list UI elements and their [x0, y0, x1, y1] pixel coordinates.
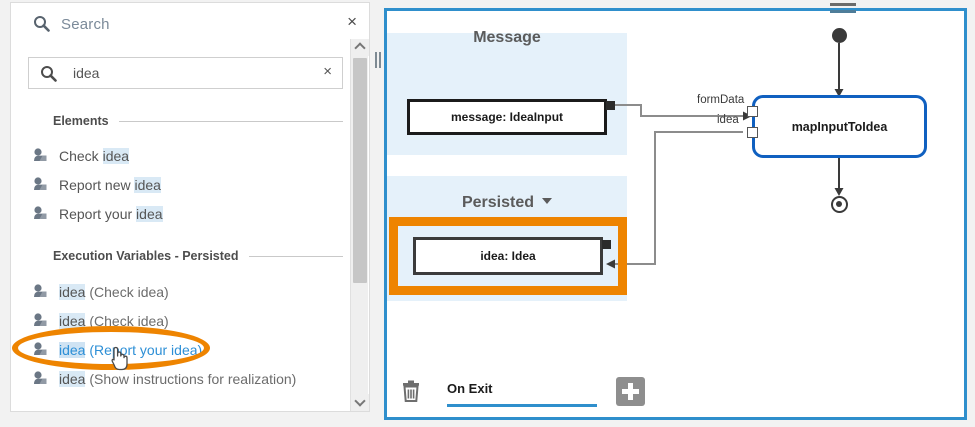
search-icon: [33, 15, 50, 32]
list-item-selected[interactable]: idea (Report your idea): [33, 338, 202, 362]
list-item-text: idea (Check idea): [59, 313, 169, 329]
output-port-message[interactable]: [606, 101, 615, 110]
search-panel-header: Search ×: [11, 3, 369, 47]
divider: [118, 120, 343, 122]
end-event-node[interactable]: [831, 196, 848, 213]
results-scrollbar[interactable]: [350, 39, 369, 411]
add-tab-button[interactable]: [616, 377, 645, 406]
user-task-icon: [33, 147, 50, 165]
input-port-idea[interactable]: [747, 127, 758, 138]
search-input[interactable]: idea: [73, 65, 100, 81]
user-task-icon: [33, 176, 50, 194]
scrollbar-thumb[interactable]: [353, 58, 367, 283]
input-port-formdata[interactable]: [747, 106, 758, 117]
chevron-down-icon[interactable]: [542, 198, 553, 204]
user-task-icon: [33, 341, 50, 359]
list-item-text: Report your idea: [59, 206, 163, 222]
edge-label-idea: idea: [717, 114, 739, 126]
edge-label-formdata: formData: [697, 94, 745, 106]
divider: [248, 255, 343, 257]
user-task-icon: [33, 312, 50, 330]
output-port-idea[interactable]: [602, 240, 611, 249]
list-item[interactable]: idea (Show instructions for realization): [33, 367, 296, 391]
search-input-icon: [40, 65, 57, 82]
group-header-execution-variables: Execution Variables - Persisted: [53, 249, 343, 263]
data-object-idea[interactable]: idea: Idea: [413, 237, 603, 275]
group-label: Execution Variables - Persisted: [53, 249, 239, 263]
list-item-text: idea (Check idea): [59, 284, 169, 300]
list-item[interactable]: Check idea: [33, 144, 130, 168]
chevron-down-icon[interactable]: [351, 394, 369, 411]
list-item-text: Report new idea: [59, 177, 161, 193]
list-item-text: idea (Show instructions for realization): [59, 371, 297, 387]
start-event-node[interactable]: [832, 28, 847, 43]
user-task-icon: [33, 370, 50, 388]
group-label: Elements: [53, 114, 109, 128]
activity-node-mapinputtoidea[interactable]: mapInputToIdea: [752, 95, 927, 158]
clear-search-icon[interactable]: ×: [323, 63, 332, 80]
data-object-message[interactable]: message: IdeaInput: [407, 99, 607, 135]
chevron-up-icon[interactable]: [351, 39, 369, 56]
band-title-persisted: Persisted: [387, 194, 627, 212]
search-panel-title: Search: [61, 16, 110, 33]
tab-label: On Exit: [447, 381, 493, 396]
diagram-panel: Message Persisted message: IdeaInput ide…: [384, 3, 967, 420]
list-item-text: idea (Report your idea): [59, 342, 203, 358]
group-band-message: [387, 33, 627, 155]
panel-splitter-handle[interactable]: [375, 52, 384, 68]
user-task-icon: [33, 283, 50, 301]
group-header-elements: Elements: [53, 114, 343, 128]
list-item[interactable]: idea (Check idea): [33, 280, 169, 304]
list-item[interactable]: Report new idea: [33, 173, 161, 197]
user-task-icon: [33, 205, 50, 223]
list-item[interactable]: idea (Check idea): [33, 309, 169, 333]
search-input-container[interactable]: idea ×: [28, 57, 343, 89]
trash-icon[interactable]: [400, 380, 422, 404]
panel-resize-grip[interactable]: [830, 3, 856, 13]
list-item-text: Check idea: [59, 148, 130, 164]
list-item[interactable]: Report your idea: [33, 202, 163, 226]
band-title-message: Message: [473, 29, 541, 46]
search-panel: Search × idea × Elements: [10, 2, 370, 412]
close-icon[interactable]: ×: [347, 12, 357, 31]
tab-on-exit[interactable]: On Exit: [447, 379, 597, 407]
bottom-toolbar: On Exit: [387, 369, 964, 417]
